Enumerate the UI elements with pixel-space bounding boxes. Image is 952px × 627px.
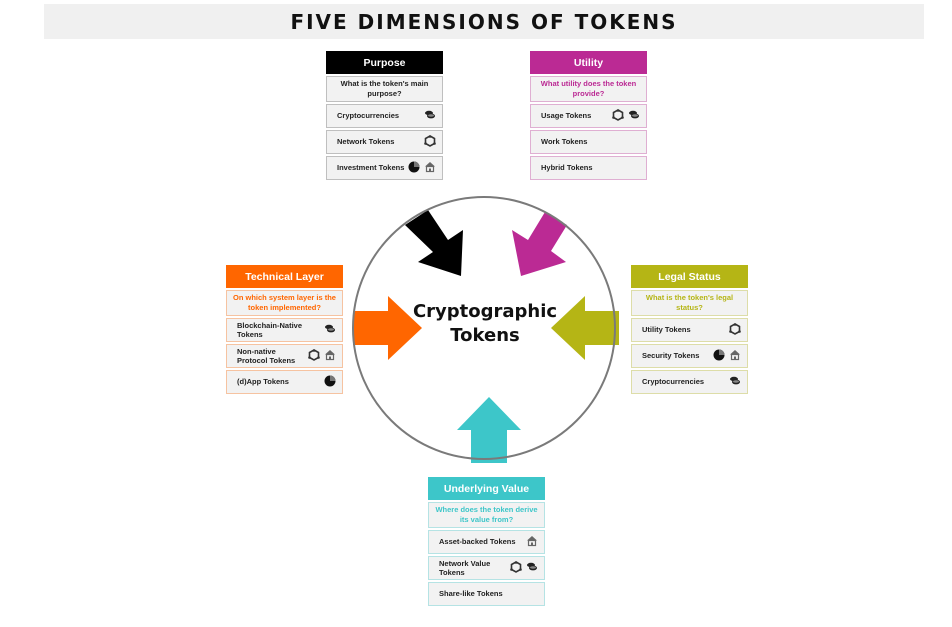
item-icons (729, 375, 741, 389)
network-icon (510, 560, 522, 575)
item-icons (324, 323, 336, 337)
list-item: Share-like Tokens (428, 582, 545, 606)
network-icon (729, 322, 741, 337)
list-item: Usage Tokens (530, 104, 647, 128)
item-label: Share-like Tokens (439, 589, 503, 599)
item-label: Network Tokens (337, 137, 395, 147)
title-bar: FIVE DIMENSIONS OF TOKENS (44, 4, 924, 39)
list-item: Blockchain-Native Tokens (226, 318, 343, 342)
item-icons (308, 348, 336, 363)
panel-question: What is the token's legal status? (631, 290, 748, 316)
panel-question: Where does the token derive its value fr… (428, 502, 545, 528)
list-item: Investment Tokens (326, 156, 443, 180)
item-icons (424, 134, 436, 149)
center-line-2: Tokens (450, 325, 520, 347)
item-icons (324, 375, 336, 389)
pie-chart-icon (324, 375, 336, 389)
panel-question: What is the token's main purpose? (326, 76, 443, 102)
list-item: Non-native Protocol Tokens (226, 344, 343, 368)
panel-header: Legal Status (631, 265, 748, 288)
panel-header: Purpose (326, 51, 443, 74)
item-label: Utility Tokens (642, 325, 691, 335)
item-icons (729, 322, 741, 337)
panel-question: On which system layer is the token imple… (226, 290, 343, 316)
list-item: Cryptocurrencies (326, 104, 443, 128)
center-line-1: Cryptographic (412, 301, 558, 322)
coins-icon (424, 109, 436, 123)
item-icons (526, 535, 538, 549)
item-icons (408, 161, 436, 175)
item-label: Usage Tokens (541, 111, 592, 121)
list-item: Security Tokens (631, 344, 748, 368)
panel-header: Utility (530, 51, 647, 74)
item-icons (612, 108, 640, 123)
panel-header: Technical Layer (226, 265, 343, 288)
item-label: Asset-backed Tokens (439, 537, 516, 547)
list-item: (d)App Tokens (226, 370, 343, 394)
list-item: Network Value Tokens (428, 556, 545, 580)
page-title: FIVE DIMENSIONS OF TOKENS (290, 9, 678, 34)
panel-question: What utility does the token provide? (530, 76, 647, 102)
list-item: Asset-backed Tokens (428, 530, 545, 554)
network-icon (424, 134, 436, 149)
list-item: Work Tokens (530, 130, 647, 154)
item-label: Investment Tokens (337, 163, 405, 173)
house-icon (729, 349, 741, 363)
item-icons (510, 560, 538, 575)
house-icon (424, 161, 436, 175)
item-icons (424, 109, 436, 123)
pie-chart-icon (408, 161, 420, 175)
item-label: Hybrid Tokens (541, 163, 593, 173)
item-label: Cryptocurrencies (337, 111, 400, 121)
item-icons (713, 349, 741, 363)
item-label: Network Value Tokens (439, 558, 491, 577)
coins-icon (628, 109, 640, 123)
coins-icon (324, 323, 336, 337)
item-label: Non-native Protocol Tokens (237, 346, 296, 365)
coins-icon (729, 375, 741, 389)
coins-icon (526, 561, 538, 575)
item-label: (d)App Tokens (237, 377, 289, 387)
center-label: Cryptographic Tokens (400, 300, 570, 349)
pie-chart-icon (713, 349, 725, 363)
list-item: Network Tokens (326, 130, 443, 154)
item-label: Security Tokens (642, 351, 700, 361)
list-item: Hybrid Tokens (530, 156, 647, 180)
network-icon (612, 108, 624, 123)
center-circle (352, 196, 616, 460)
item-label: Blockchain-Native Tokens (237, 320, 303, 339)
network-icon (308, 348, 320, 363)
panel-header: Underlying Value (428, 477, 545, 500)
list-item: Utility Tokens (631, 318, 748, 342)
list-item: Cryptocurrencies (631, 370, 748, 394)
item-label: Work Tokens (541, 137, 588, 147)
house-icon (324, 349, 336, 363)
house-icon (526, 535, 538, 549)
item-label: Cryptocurrencies (642, 377, 705, 387)
